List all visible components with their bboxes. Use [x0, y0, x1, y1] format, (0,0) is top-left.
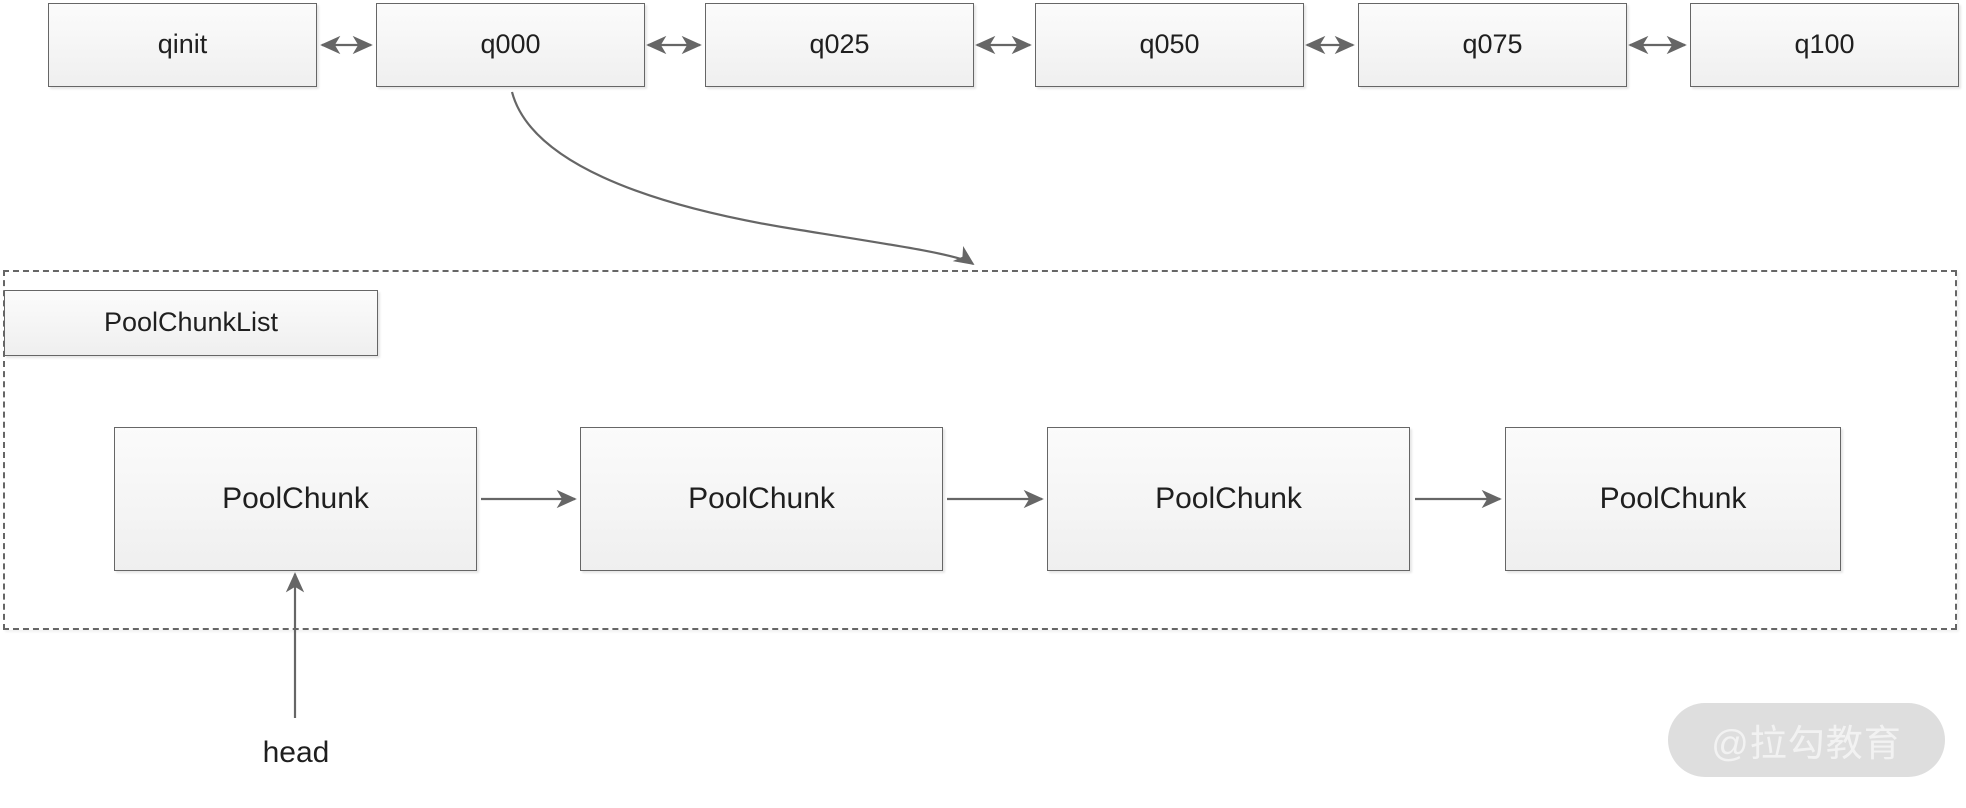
watermark-badge: @拉勾教育 [1668, 703, 1945, 777]
pool-chunk-label: PoolChunk [688, 481, 835, 515]
pool-chunk-label: PoolChunk [222, 481, 369, 515]
queue-node-label: qinit [157, 29, 208, 60]
queue-node-q050[interactable]: q050 [1035, 3, 1304, 87]
watermark-text: @拉勾教育 [1711, 723, 1902, 764]
pool-chunk-node-4[interactable]: PoolChunk [1505, 427, 1841, 571]
pool-chunk-label: PoolChunk [1155, 481, 1302, 515]
queue-node-label: q100 [1794, 29, 1855, 60]
pool-chunk-node-3[interactable]: PoolChunk [1047, 427, 1410, 571]
pool-chunk-node-2[interactable]: PoolChunk [580, 427, 943, 571]
queue-node-qinit[interactable]: qinit [48, 3, 317, 87]
queue-node-label: q025 [809, 29, 870, 60]
pool-chunk-label: PoolChunk [1599, 481, 1747, 515]
drilldown-curved-arrow [510, 91, 975, 266]
pool-chunk-list-container [3, 270, 1957, 630]
queue-node-q025[interactable]: q025 [705, 3, 974, 87]
pool-chunk-node-1[interactable]: PoolChunk [114, 427, 477, 571]
pool-chunk-list-label-box[interactable]: PoolChunkList [4, 290, 378, 356]
queue-node-label: q050 [1139, 29, 1200, 60]
queue-node-label: q075 [1462, 29, 1523, 60]
queue-node-label: q000 [480, 29, 541, 60]
queue-node-q100[interactable]: q100 [1690, 3, 1959, 87]
queue-node-q075[interactable]: q075 [1358, 3, 1627, 87]
queue-node-q000[interactable]: q000 [376, 3, 645, 87]
pool-chunk-list-label: PoolChunkList [103, 307, 279, 338]
head-pointer-label: head [262, 736, 330, 769]
